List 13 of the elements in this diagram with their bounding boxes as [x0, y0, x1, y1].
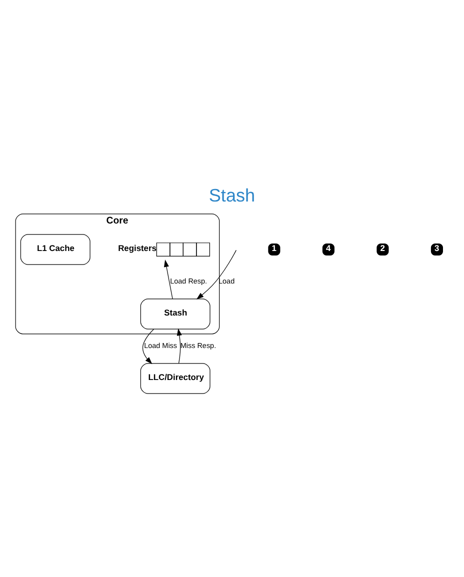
arrow [164, 259, 173, 299]
node-box: LLC/Directory [140, 362, 210, 394]
arrow [196, 249, 236, 299]
label: 2 [380, 242, 385, 253]
label: 1 [272, 242, 276, 253]
node-box: Stash [140, 298, 210, 329]
arrow [142, 328, 154, 364]
arrow [176, 328, 182, 364]
label: 4 [326, 242, 331, 253]
diagram-title: Stash [208, 184, 256, 205]
node-label: Registers [118, 242, 156, 253]
label: 3 [434, 242, 440, 253]
node-box: L1 Cache [20, 234, 90, 264]
